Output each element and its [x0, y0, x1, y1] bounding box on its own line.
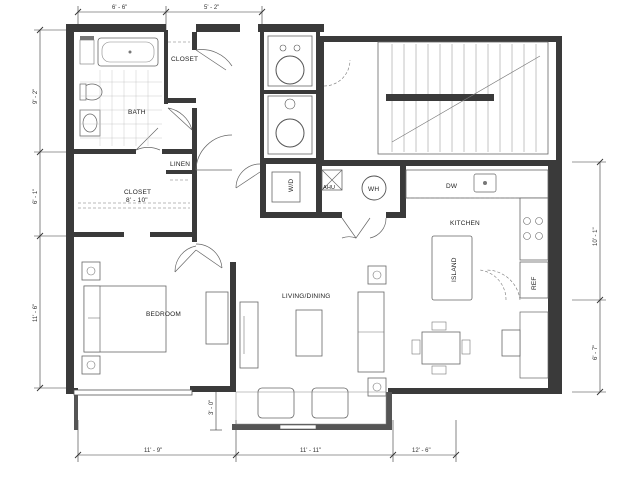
ref-label: REF — [531, 276, 538, 290]
dim-left-1: 9' - 2" — [33, 89, 39, 104]
wd-label: W/D — [288, 179, 295, 192]
room-kitchen-label: KITCHEN — [450, 220, 480, 227]
dw-label: DW — [446, 183, 458, 190]
dim-top-left: 6' - 6" — [112, 5, 127, 11]
room-living-dining-label: LIVING/DINING — [282, 293, 330, 300]
dim-bottom-1: 11' - 9" — [144, 448, 162, 454]
room-closet-top-label: CLOSET — [171, 56, 198, 63]
room-bedroom-label: BEDROOM — [146, 311, 181, 318]
room-bath-label: BATH — [128, 109, 146, 116]
dim-left-2: 6' - 1" — [33, 189, 39, 204]
dim-right-2: 6' - 7" — [593, 345, 599, 360]
kitchen-fixtures — [405, 169, 549, 379]
room-closet-label: CLOSET — [124, 189, 151, 196]
ahu-label: AHU — [323, 185, 335, 191]
wh-label: WH — [368, 186, 379, 193]
partitions — [74, 30, 406, 242]
dim-bottom-3: 12' - 6" — [412, 448, 431, 454]
bedroom-furniture — [81, 261, 229, 375]
door-swings — [135, 49, 387, 273]
dim-right-1: 10' - 1" — [593, 227, 599, 246]
dim-balcony-depth: 3' - 0" — [209, 400, 215, 415]
walls — [66, 24, 556, 394]
stair-core — [318, 36, 562, 394]
island-label: ISLAND — [451, 257, 458, 282]
dim-top-mid: 5' - 2" — [204, 5, 219, 11]
bath-fixtures — [79, 36, 162, 146]
dim-left-3: 11' - 6" — [33, 304, 39, 322]
mechanical-units — [267, 35, 387, 203]
room-linen-label: LINEN — [170, 161, 190, 168]
dim-bottom-2: 11' - 11" — [300, 448, 321, 454]
balcony — [73, 389, 392, 430]
closet-shelves — [78, 41, 190, 209]
living-furniture — [239, 265, 521, 419]
dimension-ticks — [36, 8, 604, 459]
room-closet-size-label: 8' - 10" — [126, 197, 148, 204]
